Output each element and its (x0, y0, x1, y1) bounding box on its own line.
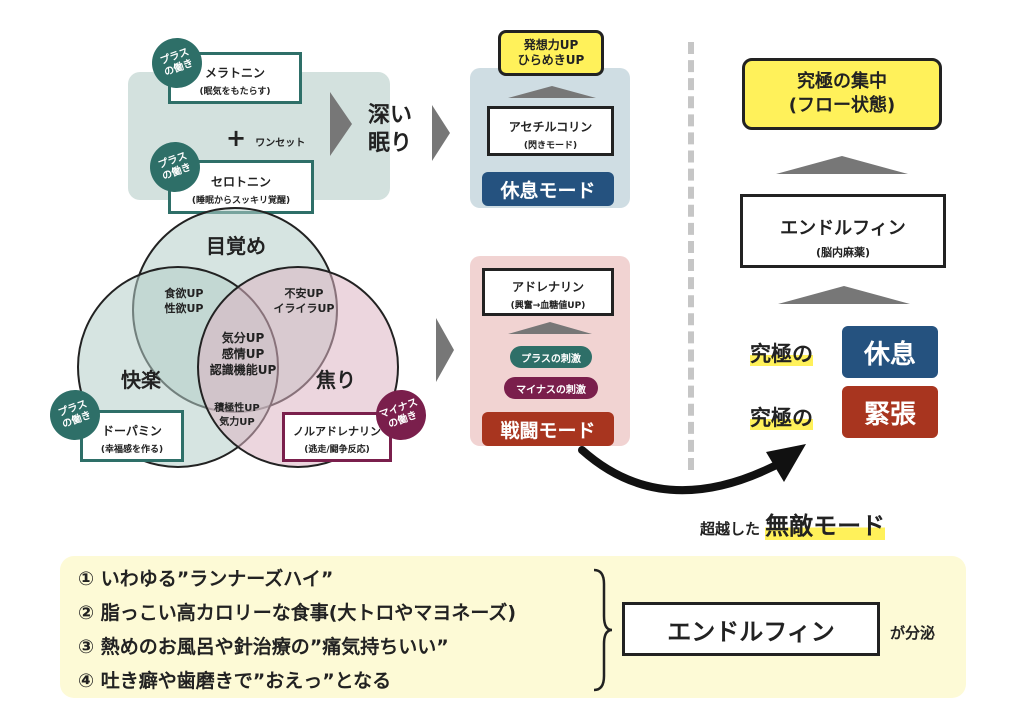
noradrenaline-title: ノルアドレナリン (293, 425, 381, 438)
melatonin-title: メラトニン (204, 66, 265, 80)
venn-overlap-mezame-kairaku: 食欲UP 性欲UP (164, 287, 204, 315)
dopamine-sub: (幸福感を作る) (100, 445, 164, 455)
serotonin-title: セロトニン (210, 175, 271, 189)
serotonin-sub: (睡眠からスッキリ覚醒) (191, 196, 291, 206)
list-item: ③ 熱めのお風呂や針治療の”痛気持ちいい” (78, 636, 449, 658)
endorphin-box: エンドルフィン (脳内麻薬) (740, 194, 946, 268)
rest-mode-label: 休息モード (482, 172, 614, 206)
adrenaline-sub: (興奮→血糖値UP) (510, 301, 586, 311)
idea-box: 発想力UP ひらめきUP (498, 30, 604, 76)
dashed-divider (688, 42, 694, 470)
venn-overlap-kairaku-aseri: 積極性UP 気力UP (214, 403, 260, 428)
venn-overlap-mezame-aseri: 不安UP イライラUP (273, 287, 335, 315)
list-item: ④ 吐き癖や歯磨きで”おえっ”となる (78, 670, 392, 692)
curved-arrow-icon (578, 444, 806, 495)
list-item: ② 脂っこい高カロリーな食事(大トロやマヨネーズ) (78, 602, 517, 624)
venn-overlap-center: 気分UP 感情UP 認識機能UP (209, 331, 277, 377)
up-triangle-icon (776, 156, 908, 174)
deep-sleep-label: 深い 眠り (367, 103, 412, 156)
adrenaline-box: アドレナリン (興奮→血糖値UP) (482, 268, 614, 316)
venn-kairaku-label: 快楽 (121, 368, 161, 392)
curly-brace-icon (593, 568, 613, 692)
fight-mode-label: 戦闘モード (482, 412, 614, 446)
invincible-prefix: 超越した (700, 520, 761, 538)
noradrenaline-box: ノルアドレナリン (逃走/闘争反応) (282, 412, 392, 462)
rest-badge: 休息 (842, 326, 938, 378)
up-triangle-icon (508, 86, 596, 98)
venn-mezame-label: 目覚め (206, 234, 266, 258)
plus-set-label: ワンセット (255, 138, 306, 149)
list-item: ① いわゆる”ランナーズハイ” (78, 568, 334, 590)
acetylcholine-title: アセチルコリン (508, 120, 593, 134)
endorphin-title: エンドルフィン (780, 218, 906, 239)
ultimate-rest-prefix: 究極の (750, 342, 813, 366)
ultimate-tension-row: 究極の (750, 402, 813, 432)
plus-set: + ワンセット (226, 124, 305, 152)
chevron-right-icon (436, 318, 454, 382)
plus-sign: + (226, 124, 247, 152)
endorphin-sub: (脳内麻薬) (815, 246, 871, 259)
flow-box: 究極の集中 (フロー状態) (742, 58, 942, 130)
noradrenaline-sub: (逃走/闘争反応) (304, 445, 370, 455)
minus-stim-pill: マイナスの刺激 (504, 377, 598, 399)
acetylcholine-sub: (閃きモード) (523, 141, 578, 151)
idea-label: 発想力UP ひらめきUP (517, 38, 585, 67)
chevron-right-icon (432, 105, 450, 161)
venn-aseri-label: 焦り (316, 368, 356, 392)
dopamine-title: ドーパミン (102, 424, 162, 438)
ultimate-rest-row: 究極の (750, 338, 813, 368)
up-triangle-icon (778, 286, 910, 304)
invincible-mode: 超越した 無敵モード (700, 506, 886, 541)
ultimate-tension-prefix: 究極の (750, 406, 813, 430)
up-triangle-icon (508, 322, 592, 334)
acetylcholine-box: アセチルコリン (閃きモード) (487, 106, 614, 156)
secreted-label: が分泌 (890, 624, 936, 642)
plus-stim-pill: プラスの刺激 (510, 346, 592, 368)
flow-label: 究極の集中 (フロー状態) (788, 71, 896, 116)
chevron-right-icon (330, 92, 352, 156)
adrenaline-title: アドレナリン (511, 280, 584, 294)
invincible-main: 無敵モード (765, 512, 886, 540)
melatonin-sub: (眠気をもたらす) (199, 87, 271, 97)
tension-badge: 緊張 (842, 386, 938, 438)
bottom-endorphin-label: エンドルフィン (667, 617, 835, 646)
bottom-endorphin-box: エンドルフィン (622, 602, 880, 656)
